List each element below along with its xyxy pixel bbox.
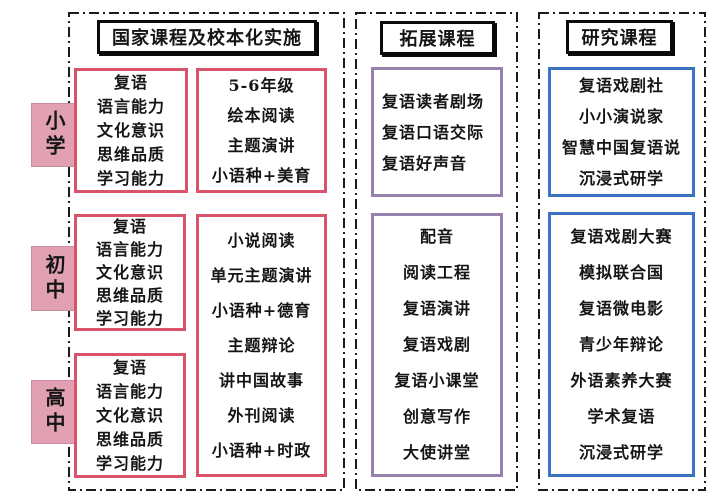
competency-item: 文化意识 (96, 120, 165, 140)
course-item: 复语口语交际 (382, 122, 485, 142)
course-item: 小说阅读 (227, 231, 296, 250)
course-item: 复语微电影 (578, 298, 664, 318)
box-research-primary: 复语戏剧社 小小演说家 智慧中国复语说 沉浸式研学 (548, 67, 695, 197)
course-item: 主题演讲 (227, 135, 296, 155)
competency-item: 文化意识 (95, 263, 164, 282)
course-item: 复语戏剧社 (578, 76, 664, 95)
course-item: 主题辩论 (227, 336, 296, 355)
box-senior-competencies: 复语 语言能力 文化意识 思维品质 学习能力 (74, 353, 186, 478)
competency-item: 学习能力 (96, 168, 165, 188)
competency-item: 文化意识 (95, 405, 164, 425)
competency-item: 语言能力 (95, 240, 164, 259)
header-extension-courses: 拓展课程 (380, 21, 495, 55)
course-item: 小语种+德育 (211, 301, 312, 320)
extension-column-outline (355, 12, 518, 491)
course-item: 复语好声音 (382, 153, 468, 173)
course-item: 青少年辩论 (578, 334, 664, 354)
course-item: 配音 (419, 227, 454, 246)
course-item: 大使讲堂 (402, 443, 471, 462)
box-extension-primary: 复语读者剧场 复语口语交际 复语好声音 (371, 67, 503, 197)
stage-label-primary-text: 小学 (42, 110, 66, 160)
course-item: 外刊阅读 (227, 406, 296, 425)
stage-label-senior: 高中 (31, 380, 78, 444)
stage-label-senior-text: 高中 (42, 387, 66, 437)
competency-item: 思维品质 (95, 429, 164, 449)
course-item: 模拟联合国 (578, 262, 664, 282)
stage-label-junior-text: 初中 (42, 253, 66, 304)
box-primary-competencies: 复语 语言能力 文化意识 思维品质 学习能力 (74, 68, 188, 193)
box-extension-secondary: 配音 阅读工程 复语演讲 复语戏剧 复语小课堂 创意写作 大使讲堂 (371, 213, 503, 477)
box-primary-implementation: 5-6年级 绘本阅读 主题演讲 小语种+美育 (196, 68, 327, 193)
course-item: 单元主题演讲 (210, 266, 313, 285)
course-item: 小小演说家 (578, 107, 664, 126)
course-item: 复语戏剧大赛 (570, 226, 673, 246)
box-secondary-implementation: 小说阅读 单元主题演讲 小语种+德育 主题辩论 讲中国故事 外刊阅读 小语种+时… (196, 214, 327, 477)
course-item: 沉浸式研学 (578, 442, 664, 462)
competency-item: 思维品质 (95, 286, 164, 305)
course-item: 讲中国故事 (218, 371, 304, 390)
course-item: 复语戏剧 (402, 335, 471, 354)
competency-item: 学习能力 (95, 309, 164, 328)
header-research-courses-text: 研究课程 (581, 28, 658, 49)
course-item: 复语小课堂 (394, 371, 480, 390)
course-item: 创意写作 (402, 407, 471, 426)
course-item: 外语素养大赛 (570, 370, 673, 390)
course-item: 沉浸式研学 (578, 169, 664, 188)
competency-item: 语言能力 (95, 381, 164, 401)
research-column-outline (538, 12, 706, 491)
box-research-secondary: 复语戏剧大赛 模拟联合国 复语微电影 青少年辩论 外语素养大赛 学术复语 沉浸式… (548, 212, 695, 477)
competency-item: 复语 (112, 357, 147, 377)
course-item: 复语演讲 (402, 299, 471, 318)
header-research-courses: 研究课程 (566, 20, 673, 54)
course-item: 小语种+美育 (211, 165, 312, 185)
competency-item: 语言能力 (96, 96, 165, 116)
course-item: 小语种+时政 (211, 441, 312, 460)
course-item: 智慧中国复语说 (561, 138, 681, 157)
course-item: 复语读者剧场 (382, 91, 485, 111)
course-item: 5-6年级 (228, 75, 295, 95)
box-junior-competencies: 复语 语言能力 文化意识 思维品质 学习能力 (74, 214, 186, 331)
stage-label-primary: 小学 (31, 103, 78, 167)
course-item: 阅读工程 (402, 263, 471, 282)
competency-item: 思维品质 (96, 144, 165, 164)
header-national-curriculum: 国家课程及校本化实施 (97, 20, 317, 54)
competency-item: 学习能力 (95, 453, 164, 473)
header-extension-courses-text: 拓展课程 (399, 29, 476, 50)
competency-item: 复语 (113, 72, 148, 92)
stage-label-junior: 初中 (31, 246, 78, 311)
course-item: 绘本阅读 (227, 105, 296, 125)
header-national-curriculum-text: 国家课程及校本化实施 (112, 28, 302, 49)
competency-item: 复语 (112, 217, 147, 236)
course-item: 学术复语 (587, 406, 656, 426)
